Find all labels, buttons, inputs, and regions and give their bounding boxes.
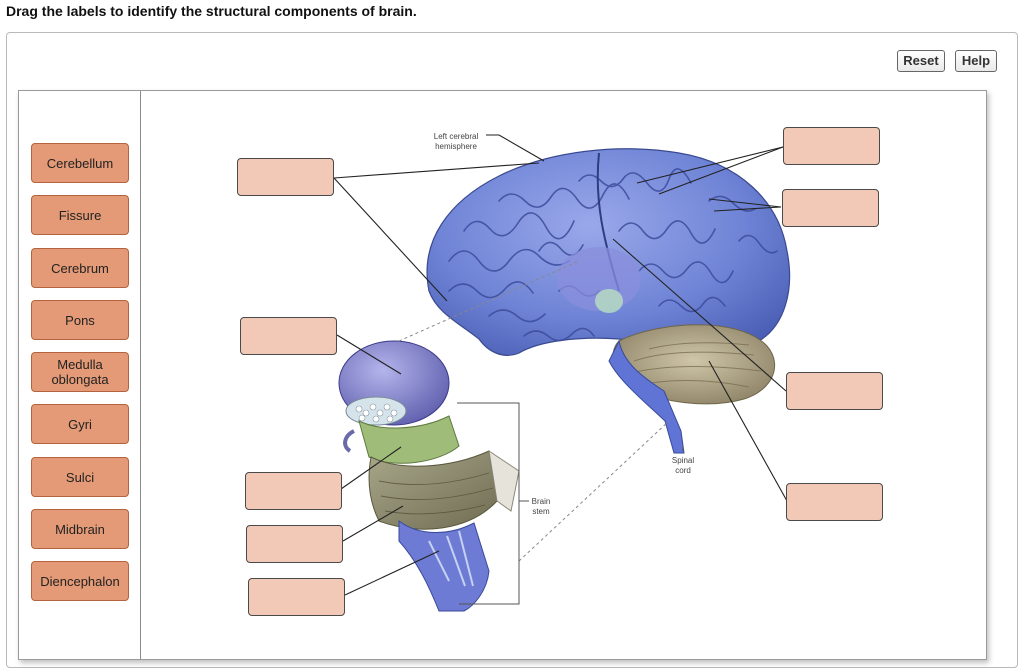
labeling-stage: Cerebellum Fissure Cerebrum Pons Medulla…	[18, 90, 987, 660]
label-medulla-oblongata[interactable]: Medulla oblongata	[31, 352, 129, 392]
drop-target-3[interactable]	[245, 472, 342, 510]
caption-brain-stem-2: stem	[532, 507, 550, 516]
label-diencephalon[interactable]: Diencephalon	[31, 561, 129, 601]
help-button[interactable]: Help	[955, 50, 997, 72]
drop-target-9[interactable]	[786, 483, 883, 521]
label-pons[interactable]: Pons	[31, 300, 129, 340]
caption-spinal-cord-1: Spinal	[672, 456, 694, 465]
leader-lines	[333, 134, 788, 596]
drop-target-5[interactable]	[248, 578, 345, 616]
label-midbrain[interactable]: Midbrain	[31, 509, 129, 549]
label-bank: Cerebellum Fissure Cerebrum Pons Medulla…	[19, 91, 141, 659]
label-cerebrum[interactable]: Cerebrum	[31, 248, 129, 288]
label-fissure[interactable]: Fissure	[31, 195, 129, 235]
brainstem-detail	[338, 340, 520, 612]
spinal-cord-shape	[608, 339, 685, 454]
label-sulci[interactable]: Sulci	[31, 457, 129, 497]
drop-target-6[interactable]	[783, 127, 880, 165]
drop-target-4[interactable]	[246, 525, 343, 563]
drop-target-1[interactable]	[237, 158, 334, 196]
drop-target-7[interactable]	[782, 189, 879, 227]
label-gyri[interactable]: Gyri	[31, 404, 129, 444]
brain-illustration: Left cerebral hemisphere Spinal cord Bra…	[333, 132, 791, 612]
caption-brain-stem-1: Brain	[532, 497, 551, 506]
caption-left-hemisphere-1: Left cerebral	[434, 132, 479, 141]
caption-spinal-cord-2: cord	[675, 466, 691, 475]
reset-button[interactable]: Reset	[897, 50, 945, 72]
label-cerebellum[interactable]: Cerebellum	[31, 143, 129, 183]
drop-target-2[interactable]	[240, 317, 337, 355]
instructions-text: Drag the labels to identify the structur…	[6, 3, 417, 19]
caption-left-hemisphere-2: hemisphere	[435, 142, 477, 151]
drop-target-8[interactable]	[786, 372, 883, 410]
